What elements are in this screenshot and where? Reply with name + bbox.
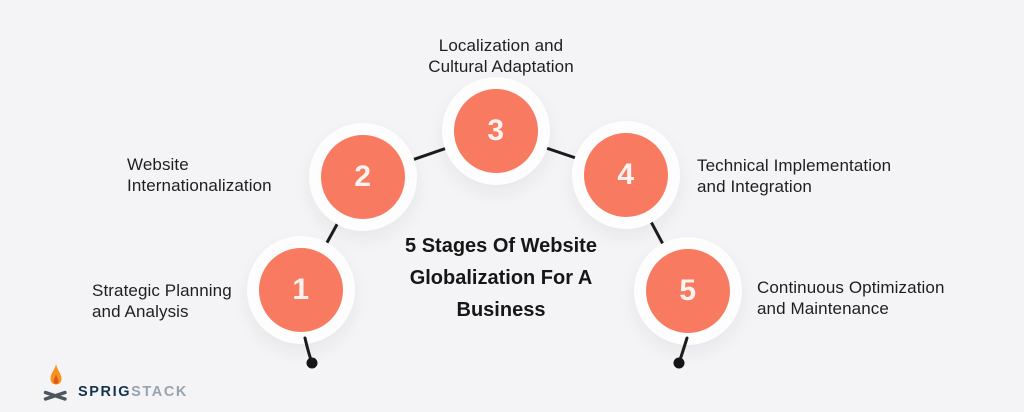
label-line: Strategic Planning (92, 281, 232, 300)
stage-2-number: 2 (354, 160, 372, 193)
stage-3-label: Localization and Cultural Adaptation (428, 36, 574, 77)
stage-4-number: 4 (617, 158, 635, 191)
start-dot (306, 357, 318, 369)
stage-2-label: Website Internationalization (127, 155, 272, 196)
stage-3-number: 3 (487, 114, 505, 147)
label-line: and Integration (697, 176, 812, 196)
label-line: Website (127, 155, 189, 174)
title-line: Globalization For A (409, 267, 593, 289)
stage-1-label: Strategic Planning and Analysis (92, 281, 232, 322)
stage-3-circle: 3 (442, 77, 550, 185)
label-line: Continuous Optimization (757, 278, 945, 297)
label-line: Internationalization (127, 175, 272, 195)
stage-5-number: 5 (679, 274, 697, 307)
stage-5-label: Continuous Optimization and Maintenance (757, 278, 945, 319)
label-line: Cultural Adaptation (428, 56, 574, 76)
logo-text-sprig: SPRIG (78, 384, 132, 400)
stage-4-label: Technical Implementation and Integration (697, 156, 891, 197)
end-dot (673, 357, 685, 369)
logo-text: SPRIGSTACK (78, 384, 188, 400)
sprigstack-logo: SPRIGSTACK (42, 359, 188, 403)
title-line: Business (456, 299, 546, 321)
stage-4-circle: 4 (572, 121, 680, 229)
logo-text-stack: STACK (131, 384, 188, 400)
stage-2-circle: 2 (309, 123, 417, 231)
label-line: Technical Implementation (697, 156, 892, 175)
title-line: 5 Stages Of Website (405, 235, 597, 257)
stage-1-number: 1 (292, 273, 310, 306)
page-title: 5 Stages Of Website Globalization For A … (405, 230, 597, 326)
stage-5-circle: 5 (634, 237, 742, 345)
label-line: and Maintenance (757, 298, 889, 318)
stage-1-circle: 1 (247, 236, 355, 344)
campfire-icon (43, 364, 67, 401)
label-line: Localization and (438, 36, 564, 55)
label-line: and Analysis (92, 301, 189, 321)
